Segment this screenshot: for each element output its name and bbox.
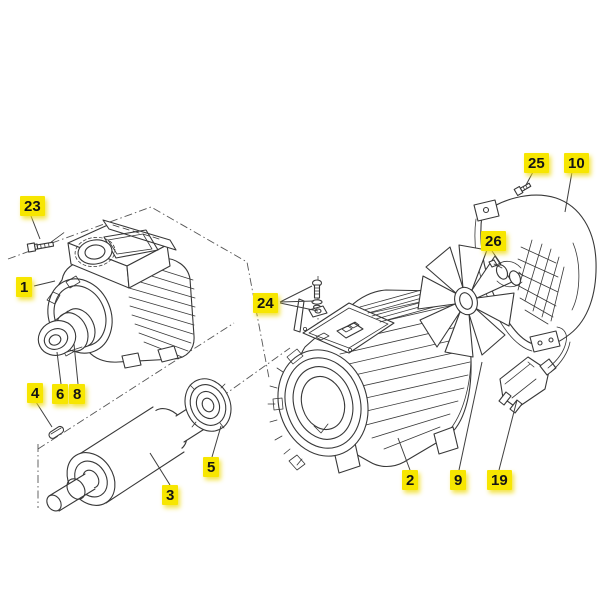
part-label-5: 5: [203, 457, 220, 477]
part-9-fan: [417, 244, 515, 358]
leader-line-4: [35, 401, 53, 428]
part-label-3: 3: [162, 485, 179, 505]
leader-line-9: [458, 361, 483, 471]
part-4-shaft-key: [48, 425, 65, 439]
leader-line-8: [73, 343, 79, 385]
leader-line-24: [279, 302, 319, 312]
leader-line-2: [397, 437, 411, 471]
part-label-4: 4: [27, 383, 44, 403]
part-label-25: 25: [524, 153, 549, 173]
leader-line-10: [564, 171, 573, 213]
part-3-rotor: [46, 399, 209, 512]
part-label-1: 1: [16, 277, 33, 297]
part-label-8: 8: [69, 384, 86, 404]
part-26-clamp: [488, 259, 524, 288]
leader-line-3: [149, 452, 171, 486]
part-label-10: 10: [564, 153, 589, 173]
leader-line-26: [491, 250, 502, 265]
part-25-screw: [513, 182, 532, 197]
leader-line-1: [33, 280, 56, 287]
part-label-2: 2: [402, 470, 419, 490]
part-2-motor-body: [267, 286, 472, 474]
part-5-bearing: [184, 378, 232, 432]
leader-line-25: [525, 171, 534, 186]
leader-line-5: [211, 425, 222, 458]
part-label-9: 9: [450, 470, 467, 490]
part-23-hex-bolt: [26, 232, 65, 253]
part-label-6: 6: [52, 384, 69, 404]
leader-line-24: [279, 300, 315, 303]
leader-line-19: [498, 399, 518, 471]
part-10-fan-cover: [473, 194, 597, 353]
leader-lines: [30, 171, 573, 486]
part-label-23: 23: [20, 196, 45, 216]
leader-line-24: [279, 285, 313, 303]
leader-line-6: [56, 351, 62, 385]
part-label-26: 26: [481, 231, 506, 251]
leader-line-23: [30, 215, 41, 240]
part-label-19: 19: [487, 470, 512, 490]
part-6-8-shaft-hub: [37, 308, 96, 356]
part-19-power-plug: [498, 326, 571, 414]
part-label-24: 24: [253, 293, 278, 313]
part-24-screw-set: [308, 279, 328, 318]
